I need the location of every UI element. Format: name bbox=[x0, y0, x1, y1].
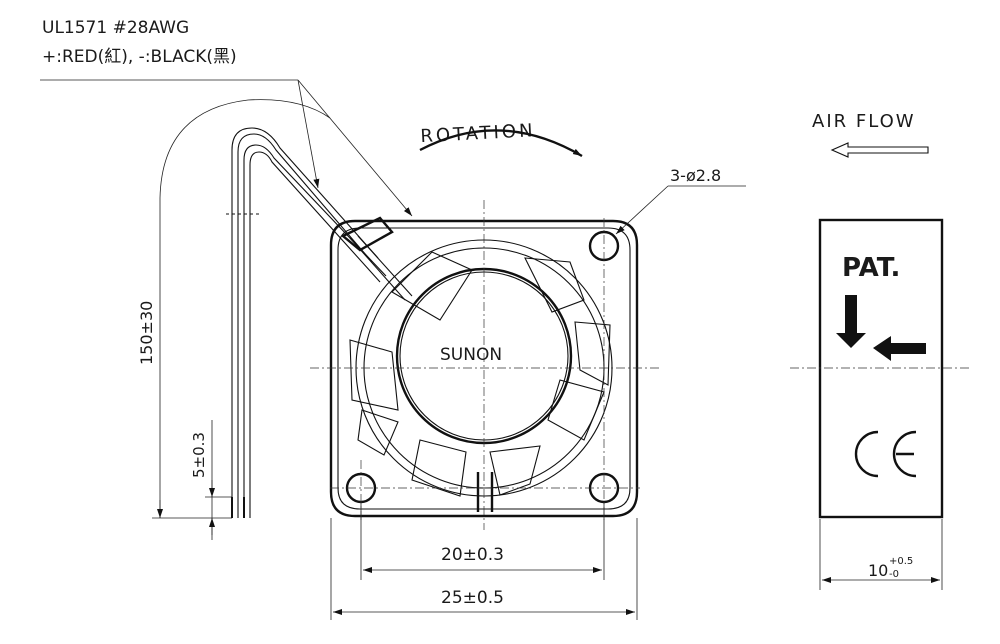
strip-length-dim: 5±0.3 bbox=[190, 432, 208, 478]
lead-wires bbox=[226, 127, 387, 518]
airflow-label: AIR FLOW bbox=[812, 111, 916, 132]
thickness-dim: 10 bbox=[868, 561, 888, 580]
thickness-tol-upper: +0.5 bbox=[889, 556, 913, 567]
wire-leader-2 bbox=[297, 79, 413, 217]
wire-length-dim: 150±30 bbox=[137, 301, 156, 365]
wire-color-label: +:RED(紅), -:BLACK(黑) bbox=[42, 47, 237, 67]
airflow-arrow bbox=[830, 142, 929, 158]
fan-side-view bbox=[818, 218, 944, 519]
width-dim: 25±0.5 bbox=[441, 588, 504, 608]
ce-mark-icon bbox=[854, 430, 917, 478]
hole-spec-leader bbox=[615, 185, 669, 235]
brand-label: SUNON bbox=[440, 345, 502, 365]
down-arrow-icon bbox=[836, 295, 866, 348]
pitch-dim: 20±0.3 bbox=[441, 545, 504, 565]
left-arrow-icon bbox=[873, 336, 926, 361]
ce-text: CE bbox=[0, 0, 2, 1]
wire-length-arc bbox=[159, 99, 331, 518]
rotation-arrow bbox=[419, 129, 583, 158]
wire-leader-1 bbox=[297, 79, 320, 189]
hole-spec-label: 3-ø2.8 bbox=[670, 166, 721, 185]
wire-spec-label: UL1571 #28AWG bbox=[42, 18, 189, 38]
pat-label: PAT. bbox=[842, 253, 900, 283]
thickness-tol-lower: -0 bbox=[889, 569, 899, 580]
